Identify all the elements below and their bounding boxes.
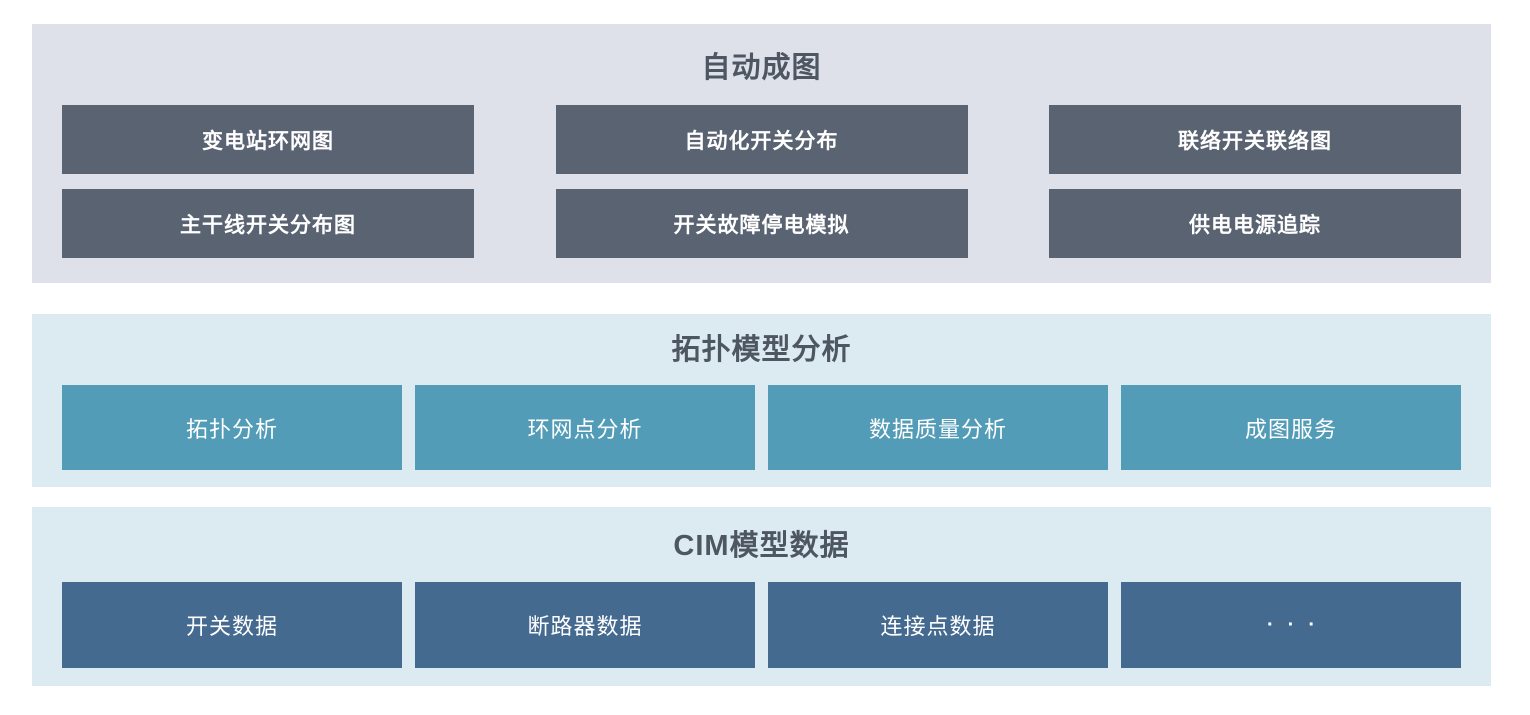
section-title-topology-model-analysis: 拓扑模型分析 (671, 334, 852, 366)
box-trunk-line-switch-distribution-diagram: 主干线开关分布图 (62, 189, 474, 258)
box-substation-ring-network-diagram: 变电站环网图 (62, 105, 474, 174)
box-switch-fault-outage-simulation: 开关故障停电模拟 (555, 189, 968, 258)
box-ring-network-point-analysis: 环网点分析 (415, 385, 755, 470)
box-automation-switch-distribution: 自动化开关分布 (555, 105, 968, 174)
box-connection-point-data: 连接点数据 (768, 582, 1108, 668)
box-more-ellipsis: ··· (1121, 582, 1461, 668)
section-title-auto-diagram: 自动成图 (701, 52, 822, 84)
box-tie-switch-connection-diagram: 联络开关联络图 (1049, 105, 1461, 174)
section-cim-model-data: CIM模型数据 开关数据 断路器数据 连接点数据 ··· (32, 507, 1491, 686)
cim-data-row: 开关数据 断路器数据 连接点数据 ··· (32, 582, 1491, 668)
section-auto-diagram: 自动成图 变电站环网图 自动化开关分布 联络开关联络图 主干线开关分布图 开关故… (32, 24, 1491, 283)
auto-diagram-row-2: 主干线开关分布图 开关故障停电模拟 供电电源追踪 (32, 189, 1491, 258)
box-topology-analysis: 拓扑分析 (62, 385, 402, 470)
section-title-cim-model-data: CIM模型数据 (673, 530, 850, 562)
box-circuit-breaker-data: 断路器数据 (415, 582, 755, 668)
box-switch-data: 开关数据 (62, 582, 402, 668)
box-diagram-generation-service: 成图服务 (1121, 385, 1461, 470)
auto-diagram-row-1: 变电站环网图 自动化开关分布 联络开关联络图 (32, 105, 1491, 174)
topology-analysis-row: 拓扑分析 环网点分析 数据质量分析 成图服务 (32, 385, 1491, 470)
section-topology-model-analysis: 拓扑模型分析 拓扑分析 环网点分析 数据质量分析 成图服务 (32, 314, 1491, 487)
box-data-quality-analysis: 数据质量分析 (768, 385, 1108, 470)
box-power-supply-source-tracing: 供电电源追踪 (1049, 189, 1461, 258)
